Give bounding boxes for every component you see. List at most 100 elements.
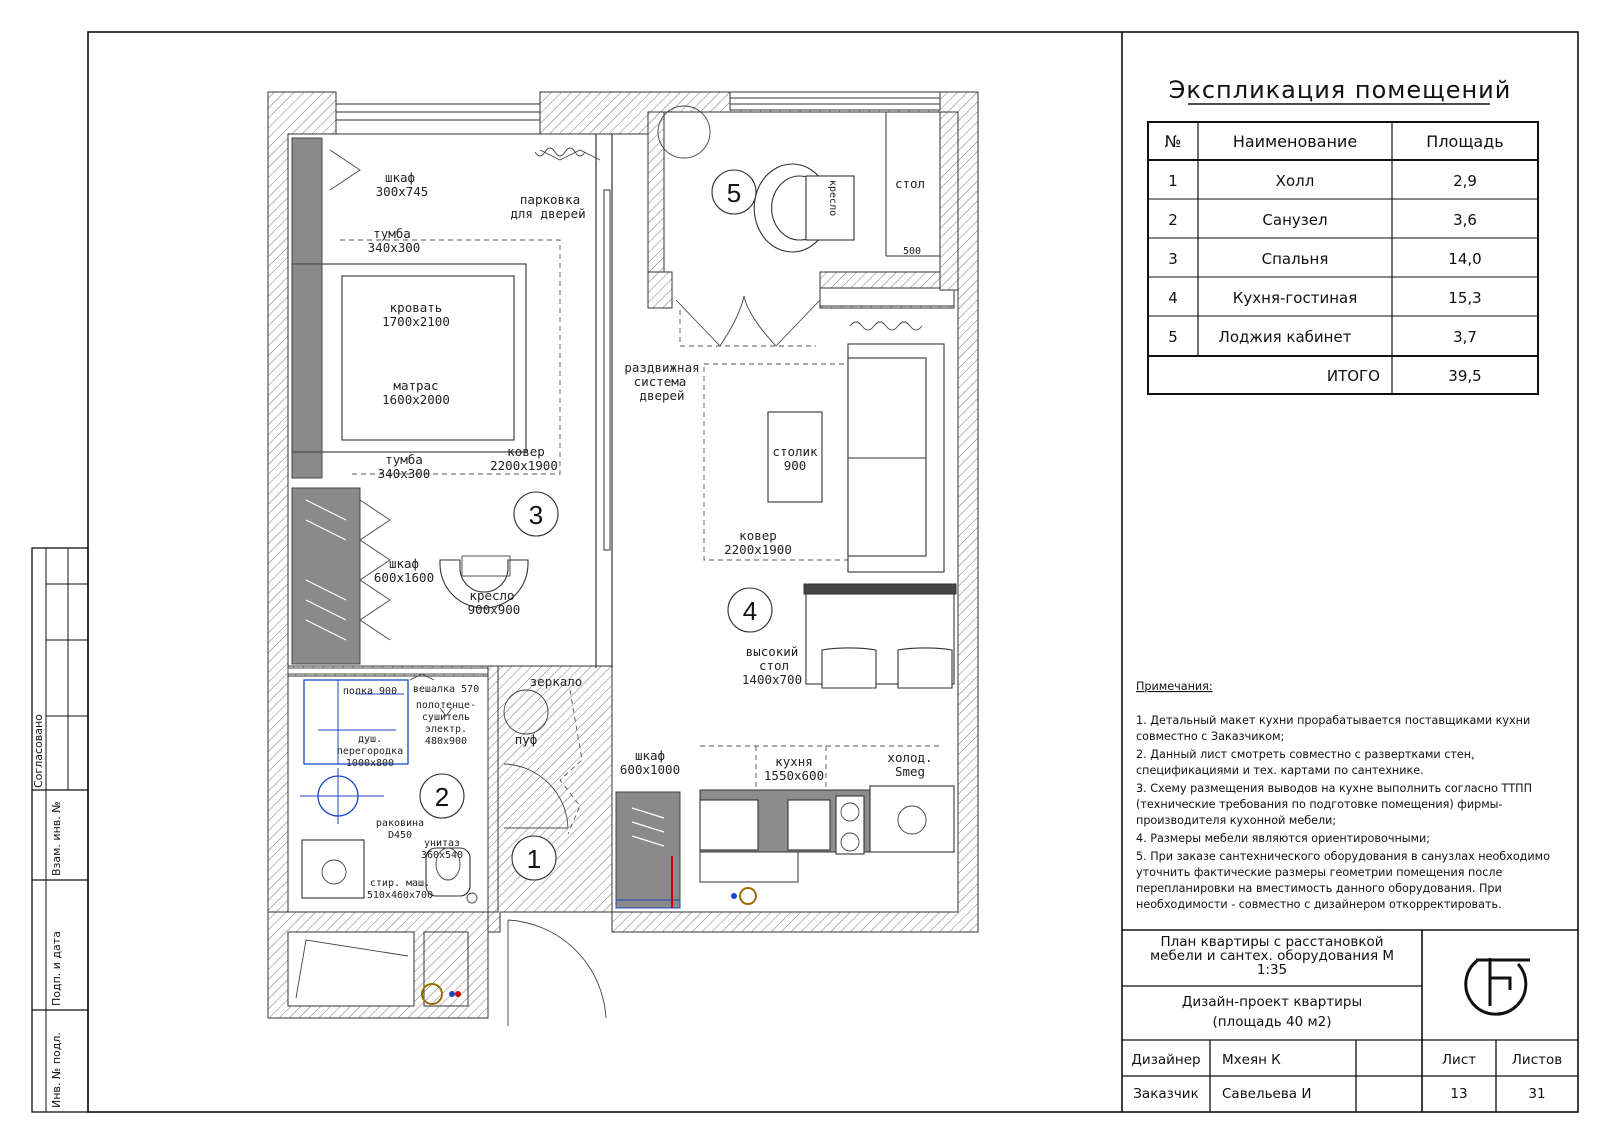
note-line: 3. Схему размещения выводов на кухне вып… [1136,782,1532,795]
label-high-table-size: 1400x700 [742,672,802,687]
side-agreed: Согласовано [32,714,45,788]
note-line: 5. При заказе сантехнического оборудован… [1136,850,1550,863]
label-wardrobe-c-size: 600x1000 [620,762,680,777]
label-high-table-a: высокий [746,644,799,659]
row-name: Холл [1276,172,1315,190]
client-label: Заказчик [1133,1086,1198,1102]
label-shower-a: душ. [358,734,382,745]
label-carpet-b-size: 2200x1900 [724,542,792,557]
label-fridge-b: Smeg [895,764,925,779]
room-number-1: 1 [527,844,541,874]
note-line: 4. Размеры мебели являются ориентировочн… [1136,832,1430,845]
room-number-4: 4 [743,596,757,626]
row-area: 14,0 [1448,250,1481,268]
row-num: 1 [1168,172,1178,190]
explication-table: Экспликация помещений № Наименование Пло… [1147,76,1539,395]
explication-title: Экспликация помещений [1169,76,1512,104]
label-desk: стол [895,176,925,191]
label-sink-size: D450 [388,830,412,841]
label-sink: раковина [376,818,424,829]
label-towel-b: сушитель [422,712,470,723]
room-number-3: 3 [529,500,543,530]
sheets-value: 31 [1528,1086,1545,1102]
note-line: необходимости - совместно с дизайнером о… [1136,898,1502,911]
designer-label: Дизайнер [1131,1052,1200,1068]
total-label: ИТОГО [1327,367,1380,385]
row-num: 5 [1168,328,1178,346]
row-area: 15,3 [1448,289,1481,307]
label-shower-b: перегородка [337,746,403,757]
note-line: 2. Данный лист смотреть совместно с разв… [1136,748,1475,761]
row-name: Кухня-гостиная [1233,289,1357,307]
label-nightstand-bottom: тумба [385,452,423,467]
row-area: 2,9 [1453,172,1477,190]
note-line: совместно с Заказчиком; [1136,730,1284,743]
label-high-table-b: стол [759,658,789,673]
row-area: 3,7 [1453,328,1477,346]
floor-plan: 3 5 4 2 1 шкаф 300x745 парковка для двер… [267,91,979,1026]
row-num: 3 [1168,250,1178,268]
label-towel-d: 480x900 [425,736,467,747]
label-bed-size: 1700x2100 [382,314,450,329]
label-toilet: унитаз [424,838,460,849]
label-fridge-a: холод. [887,750,932,765]
notes: Примечания: 1. Детальный макет кухни про… [1136,680,1550,911]
header-area: Площадь [1426,132,1503,151]
note-line: производителя кухонной мебели; [1136,814,1336,827]
label-kitchen: кухня [775,754,813,769]
label-armchair-a: кресло [469,588,514,603]
label-sliding-a: раздвижная [624,360,699,375]
side-sign-date: Подп. и дата [50,931,63,1006]
label-washer: стир. маш. [370,878,430,889]
row-name: Спальня [1262,250,1329,268]
label-carpet-a-size: 2200x1900 [490,458,558,473]
studio-logo-icon [1464,958,1530,1016]
note-line: 1. Детальный макет кухни прорабатывается… [1136,714,1530,727]
label-wardrobe-c: шкаф [635,748,665,763]
header-num: № [1165,132,1182,151]
label-bed: кровать [390,300,443,315]
room-number-5: 5 [727,178,741,208]
sheet-label: Лист [1442,1052,1476,1068]
row-name: Санузел [1262,211,1327,229]
label-carpet-b: ковер [739,528,777,543]
label-towel-c: электр. [425,724,467,735]
label-wardrobe-a-size: 300x745 [376,184,429,199]
label-mattress-size: 1600x2000 [382,392,450,407]
sheet-title-line-1: План квартиры с расстановкой [1160,934,1383,950]
label-armchair-a-size: 900x900 [468,602,521,617]
label-nightstand-top-size: 340x300 [368,240,421,255]
note-line: уточнить фактические размеры геометрии п… [1136,866,1503,879]
designer-name: Мхеян К [1222,1052,1281,1068]
project-line-1: Дизайн-проект квартиры [1182,994,1362,1010]
title-block: План квартиры с расстановкой мебели и са… [1121,929,1578,1112]
client-name: Савельева И [1222,1086,1311,1102]
label-parking-b: для дверей [510,206,585,221]
side-replaced: Взам. инв. № [50,801,63,876]
sheet-title-line-3: 1:35 [1257,962,1287,978]
label-coffee-table-size: 900 [784,458,807,473]
room-number-2: 2 [435,782,449,812]
label-sliding-b: система [634,374,687,389]
row-num: 2 [1168,211,1178,229]
row-area: 3,6 [1453,211,1477,229]
label-sliding-c: дверей [639,388,684,403]
note-line: перепланировки на вместимость данного об… [1136,882,1502,895]
total-value: 39,5 [1448,367,1481,385]
header-name: Наименование [1233,132,1357,151]
label-shower-c: 1000x800 [346,758,394,769]
note-line: спецификациями и тех. картами по сантехн… [1136,764,1424,777]
label-mirror: зеркало [530,674,583,689]
sheet-value: 13 [1450,1086,1467,1102]
label-chair-loggia: кресло [827,180,838,216]
side-inv-no: Инв. № подл. [50,1032,63,1108]
notes-heading: Примечания: [1136,680,1213,693]
label-toilet-size: 360x540 [421,850,463,861]
sheets-label: Листов [1512,1052,1562,1068]
label-wardrobe-b: шкаф [389,556,419,571]
label-kitchen-size: 1550x600 [764,768,824,783]
note-line: (технические требования по подготовке по… [1136,798,1503,811]
label-towel-a: полотенце- [416,700,476,711]
sheet-title-line-2: мебели и сантех. оборудования М [1150,948,1394,964]
